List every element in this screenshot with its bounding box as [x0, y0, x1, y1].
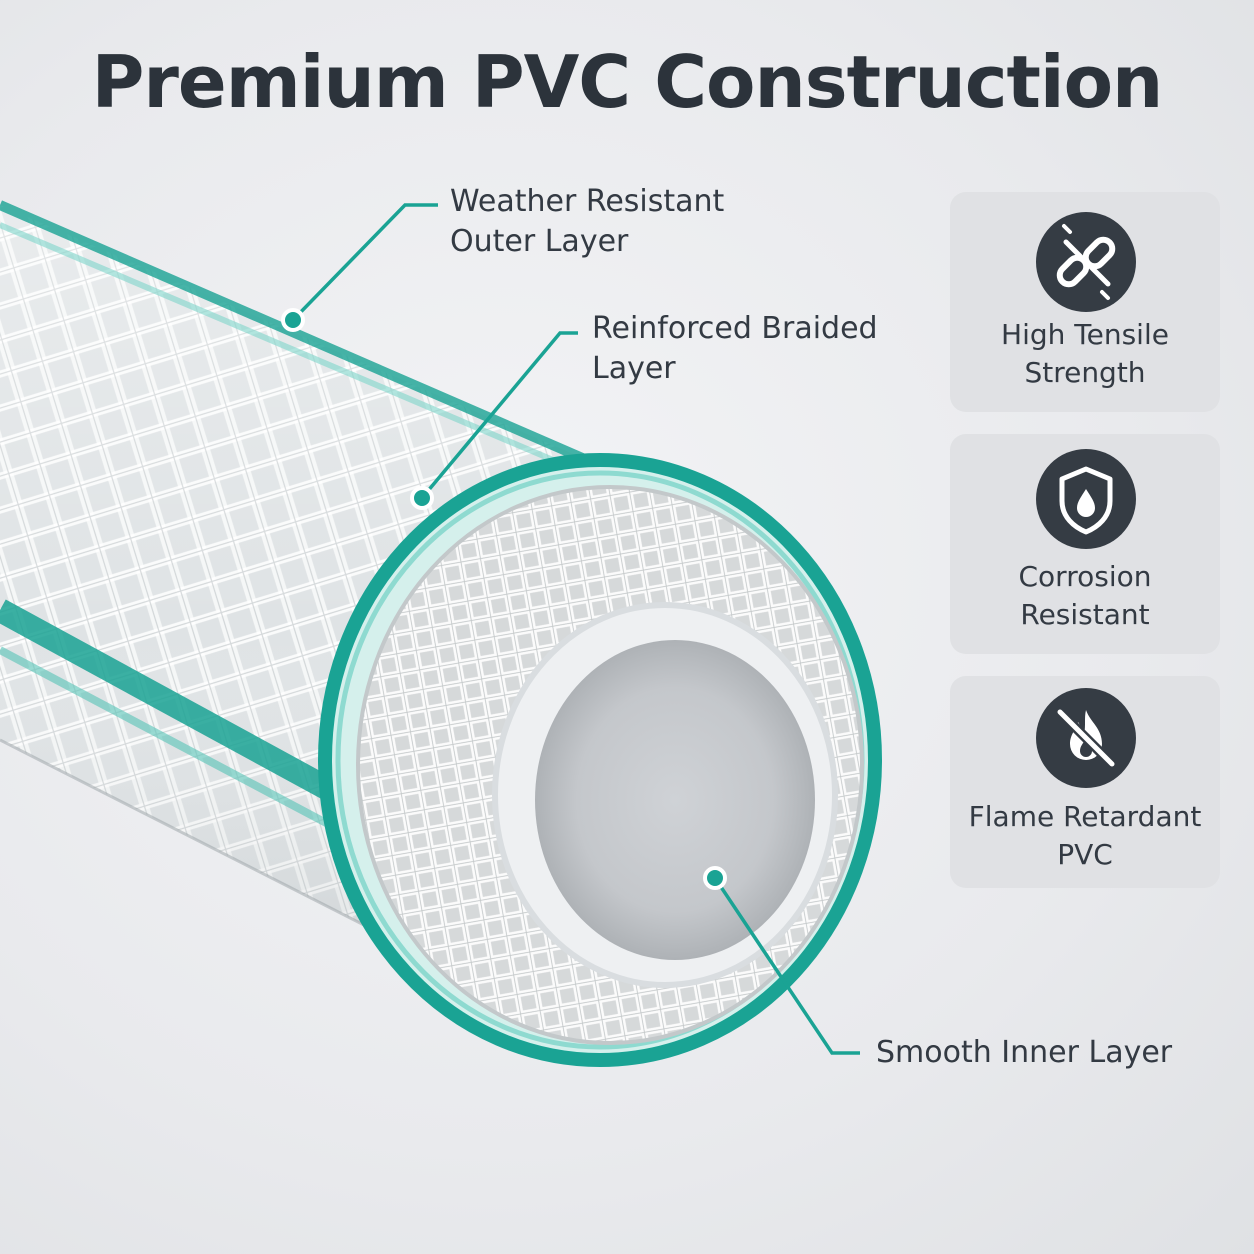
- feature-flame-line2: PVC: [1057, 838, 1113, 871]
- feature-flame-line1: Flame Retardant: [968, 800, 1202, 833]
- feature-corrosion-line2: Resistant: [1020, 598, 1150, 631]
- callout-braided-layer: Reinforced Braided Layer: [592, 309, 878, 389]
- callout-inner-layer: Smooth Inner Layer: [876, 1033, 1172, 1073]
- feature-label-tensile: High Tensile Strength: [950, 316, 1220, 392]
- broken-chain-icon: [1036, 212, 1136, 312]
- callout-braided-line1: Reinforced Braided: [592, 311, 878, 346]
- feature-card-flame: Flame Retardant PVC: [950, 676, 1220, 888]
- callout-outer-line2: Outer Layer: [450, 224, 629, 259]
- feature-label-corrosion: Corrosion Resistant: [950, 558, 1220, 634]
- page-title: Premium PVC Construction: [91, 40, 1164, 124]
- feature-label-flame: Flame Retardant PVC: [950, 798, 1220, 874]
- callout-braided-line2: Layer: [592, 351, 676, 386]
- callout-inner-line1: Smooth Inner Layer: [876, 1035, 1173, 1070]
- feature-corrosion-line1: Corrosion: [1018, 560, 1152, 593]
- feature-tensile-line2: Strength: [1024, 356, 1146, 389]
- shield-drop-icon: [1036, 449, 1136, 549]
- callout-outer-line1: Weather Resistant: [450, 184, 725, 219]
- feature-card-corrosion: Corrosion Resistant: [950, 434, 1220, 654]
- callout-outer-layer: Weather Resistant Outer Layer: [450, 182, 724, 262]
- feature-tensile-line1: High Tensile: [1001, 318, 1169, 351]
- feature-card-tensile: High Tensile Strength: [950, 192, 1220, 412]
- no-flame-icon: [1036, 688, 1136, 788]
